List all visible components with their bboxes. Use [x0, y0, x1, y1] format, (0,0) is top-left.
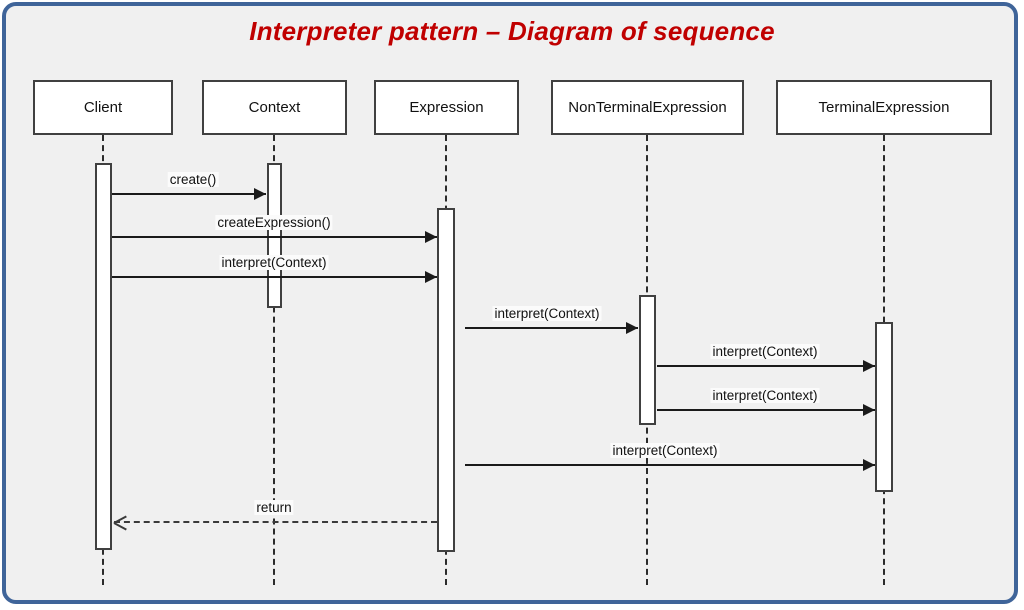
lifeline-header-nonterm[interactable]: NonTerminalExpression	[551, 80, 744, 135]
arrowhead-open-icon	[114, 515, 126, 529]
arrowhead-filled-icon	[425, 271, 437, 283]
message-label: interpret(Context)	[492, 306, 602, 321]
activation-bar-expression	[437, 208, 455, 552]
message-line	[112, 276, 437, 278]
message-label: interpret(Context)	[710, 388, 820, 403]
message-line	[657, 409, 875, 411]
lifeline-label: NonTerminalExpression	[568, 99, 727, 116]
lifeline-header-expression[interactable]: Expression	[374, 80, 519, 135]
message-label: interpret(Context)	[610, 443, 720, 458]
activation-bar-context	[266, 163, 282, 308]
message-label: return	[254, 500, 294, 515]
arrowhead-filled-icon	[254, 188, 266, 200]
lifeline-header-client[interactable]: Client	[33, 80, 173, 135]
message-line	[657, 365, 875, 367]
arrowhead-filled-icon	[863, 459, 875, 471]
message-line	[112, 236, 437, 238]
message-line	[112, 193, 266, 195]
arrowhead-filled-icon	[626, 322, 638, 334]
arrowhead-filled-icon	[863, 360, 875, 372]
message-label: interpret(Context)	[219, 255, 329, 270]
arrowhead-filled-icon	[425, 231, 437, 243]
activation-bar-nonterm	[638, 295, 656, 425]
message-label: createExpression()	[215, 215, 333, 230]
arrowhead-filled-icon	[863, 404, 875, 416]
message-line	[114, 521, 437, 523]
lifeline-header-context[interactable]: Context	[202, 80, 347, 135]
lifeline-stem-context	[273, 135, 275, 585]
lifeline-label: TerminalExpression	[818, 99, 950, 116]
message-line	[465, 464, 875, 466]
activation-bar-client	[94, 163, 112, 550]
activation-bar-terminal	[875, 322, 893, 492]
message-line	[465, 327, 638, 329]
lifeline-header-terminal[interactable]: TerminalExpression	[776, 80, 992, 135]
lifeline-label: Client	[83, 99, 123, 116]
lifeline-label: Context	[248, 99, 301, 116]
lifeline-label: Expression	[409, 99, 484, 116]
message-label: interpret(Context)	[710, 344, 820, 359]
page-title: Interpreter pattern – Diagram of sequenc…	[249, 16, 775, 46]
message-label: create()	[167, 172, 219, 187]
